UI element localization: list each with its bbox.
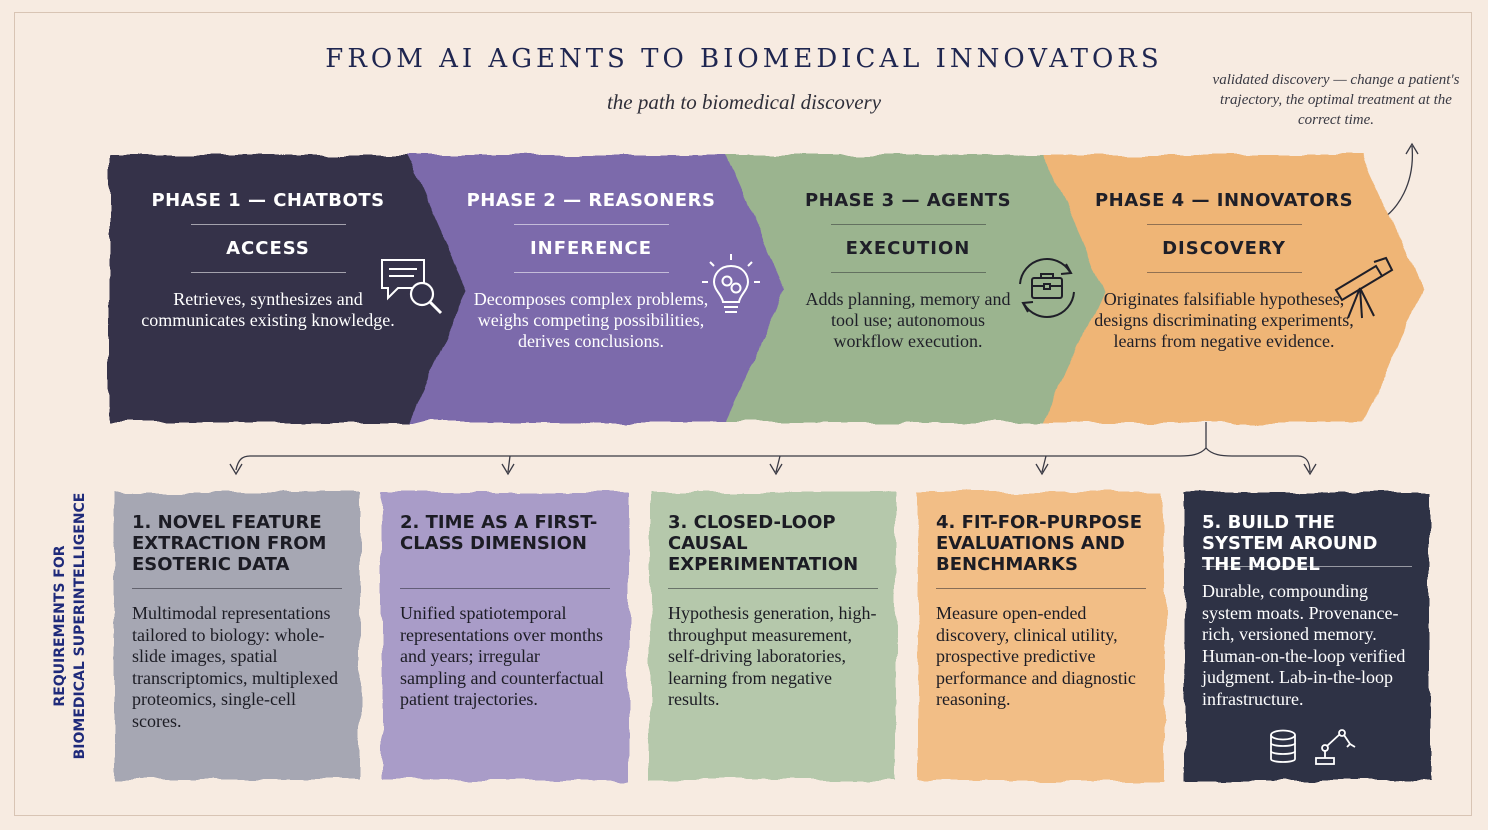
phase-3-title: PHASE 3 — AGENTS <box>804 190 1012 211</box>
phase-1-chevron <box>110 155 472 422</box>
phase-3-description: Adds planning, memory and tool use; auto… <box>805 289 1011 351</box>
side-label-line-2: BIOMEDICAL SUPERINTELLIGENCE <box>72 492 88 760</box>
chat-search-icon <box>381 259 443 315</box>
phase-2-description: Decomposes complex problems, weighs comp… <box>473 289 709 351</box>
phase-1-divider <box>190 272 346 273</box>
toolbox-cycle-icon <box>1019 258 1075 318</box>
requirement-1-divider <box>132 588 342 589</box>
phase-1-keyword: ACCESS <box>226 238 310 259</box>
requirement-1-title: 1. NOVEL FEATURE EXTRACTION FROM ESOTERI… <box>132 512 327 575</box>
requirement-4-title: 4. FIT-FOR-PURPOSE EVALUATIONS AND BENCH… <box>936 512 1143 575</box>
phase-3-keyword: EXECUTION <box>845 238 971 259</box>
phase-2-divider <box>513 224 669 225</box>
phase-4-title: PHASE 4 — INNOVATORS <box>1094 190 1354 211</box>
requirement-5-body: Durable, compounding system moats. Prove… <box>1202 581 1406 709</box>
card-4-bg <box>918 492 1164 780</box>
phase-1-description: Retrieves, synthesizes and communicates … <box>141 289 395 330</box>
card-1-bg <box>114 492 360 780</box>
phase-4-divider <box>1146 272 1302 273</box>
phase-4-description: Originates falsifiable hypotheses, desig… <box>1094 289 1354 351</box>
phase-2-keyword: INFERENCE <box>529 238 653 259</box>
connector-lines <box>235 422 1311 473</box>
lightbulb-gears-icon <box>702 254 760 313</box>
requirement-1-body: Multimodal representations tailored to b… <box>132 603 338 731</box>
discovery-note: validated discovery — change a patient's… <box>1212 72 1460 128</box>
phase-1-title: PHASE 1 — CHATBOTS <box>151 190 385 211</box>
outer-frame <box>14 12 1472 816</box>
requirement-4-body: Measure open-ended discovery, clinical u… <box>936 603 1136 709</box>
phase-3-divider <box>830 272 986 273</box>
phase-3: PHASE 3 — AGENTS EXECUTION Adds planning… <box>798 190 1018 352</box>
page-title: FROM AI AGENTS TO BIOMEDICAL INNOVATORS <box>325 44 1163 74</box>
page-subtitle: the path to biomedical discovery <box>606 90 882 114</box>
requirement-card-4: 4. FIT-FOR-PURPOSE EVALUATIONS AND BENCH… <box>918 492 1164 780</box>
phase-3-chevron <box>726 155 1108 422</box>
phase-4-divider <box>1146 224 1302 225</box>
requirement-3-divider <box>668 588 878 589</box>
database-icon <box>1270 729 1296 763</box>
phase-4-keyword: DISCOVERY <box>1162 238 1286 259</box>
requirement-5-title: 5. BUILD THE SYSTEM AROUND THE MODEL <box>1202 512 1378 575</box>
phase-4: PHASE 4 — INNOVATORS DISCOVERY Originate… <box>1090 190 1358 352</box>
robot-arm-icon <box>1315 729 1356 765</box>
phase-2: PHASE 2 — REASONERS INFERENCE Decomposes… <box>466 190 716 352</box>
phase-2-title: PHASE 2 — REASONERS <box>466 190 716 211</box>
requirement-3-body: Hypothesis generation, high-throughput m… <box>668 603 877 709</box>
requirement-5-divider <box>1202 566 1412 567</box>
requirement-card-3: 3. CLOSED-LOOP CAUSAL EXPERIMENTATION Hy… <box>650 492 896 780</box>
requirement-2-title: 2. TIME AS A FIRST-CLASS DIMENSION <box>400 512 598 554</box>
side-label-line-1: REQUIREMENTS FOR <box>52 545 68 707</box>
phase-4-chevron <box>1044 155 1424 422</box>
requirement-4-divider <box>936 588 1146 589</box>
connector-arrowheads <box>229 463 1317 476</box>
requirement-3-title: 3. CLOSED-LOOP CAUSAL EXPERIMENTATION <box>668 512 859 575</box>
requirement-card-5: 5. BUILD THE SYSTEM AROUND THE MODEL Dur… <box>1184 492 1430 780</box>
phase-2-chevron <box>408 155 790 422</box>
card-5-bg <box>1184 492 1430 780</box>
telescope-icon <box>1334 256 1394 319</box>
requirement-2-divider <box>400 588 610 589</box>
requirement-card-1: 1. NOVEL FEATURE EXTRACTION FROM ESOTERI… <box>114 492 360 780</box>
requirement-2-body: Unified spatiotemporal representations o… <box>400 603 604 709</box>
phase-1: PHASE 1 — CHATBOTS ACCESS Retrieves, syn… <box>138 190 398 331</box>
card-2-bg <box>382 492 628 780</box>
requirements-side-label: REQUIREMENTS FOR BIOMEDICAL SUPERINTELLI… <box>50 476 96 776</box>
card-3-bg <box>650 492 896 780</box>
phase-1-divider <box>190 224 346 225</box>
phase-2-divider <box>513 272 669 273</box>
requirement-card-2: 2. TIME AS A FIRST-CLASS DIMENSION Unifi… <box>382 492 628 780</box>
phase-3-divider <box>830 224 986 225</box>
